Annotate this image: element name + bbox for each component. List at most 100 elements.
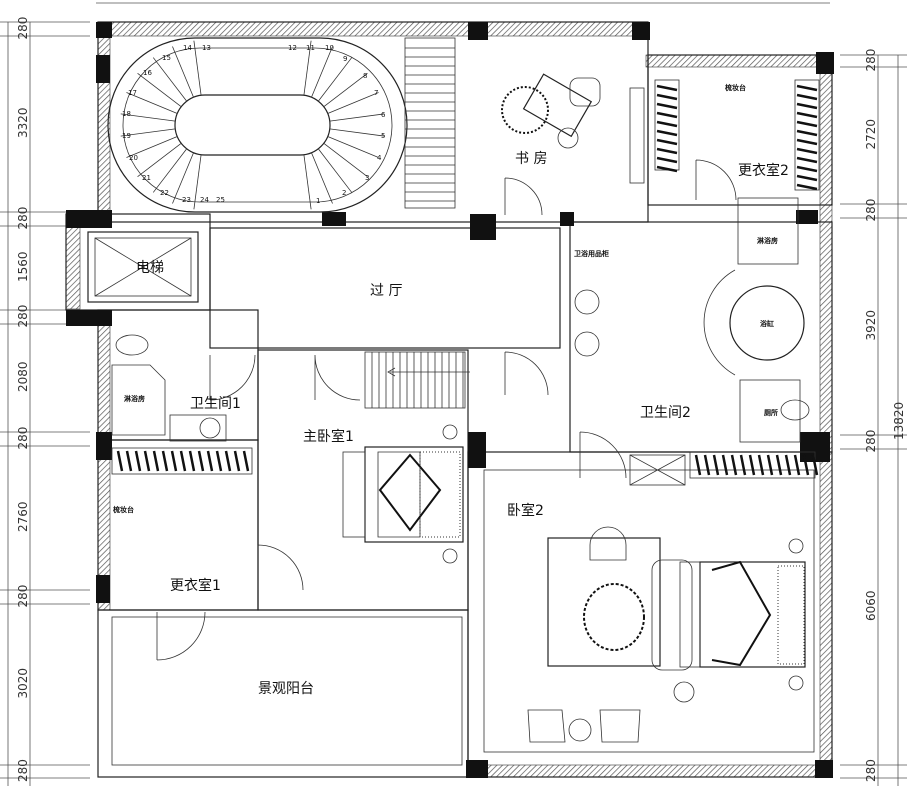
straight-staircase[interactable] bbox=[364, 37, 470, 409]
stair-tread bbox=[126, 136, 178, 158]
stair-step-number: 20 bbox=[129, 154, 138, 162]
stair-tread bbox=[137, 72, 182, 108]
dimension-label: 1560 bbox=[16, 251, 30, 282]
label-dresser-1: 梳妆台 bbox=[113, 505, 134, 514]
label-hall: 过 厅 bbox=[370, 283, 402, 299]
right-dimensions: 280 2720 280 3920 280 6060 280 bbox=[864, 49, 878, 782]
elevator-shaft bbox=[87, 231, 199, 303]
dimension-label: 280 bbox=[864, 49, 878, 72]
stair-tread bbox=[327, 92, 379, 114]
stair-tread bbox=[172, 46, 194, 98]
dimension-label: 280 bbox=[16, 759, 30, 782]
dimension-label: 6060 bbox=[864, 590, 878, 621]
dimension-label: 280 bbox=[16, 305, 30, 328]
master-bed bbox=[342, 424, 464, 564]
dimension-label: 3920 bbox=[864, 310, 878, 341]
bedroom2-bed bbox=[527, 526, 806, 743]
dimension-label: 280 bbox=[864, 430, 878, 453]
label-toilet: 厕所 bbox=[764, 408, 778, 417]
label-bath1: 卫生间1 bbox=[190, 396, 241, 412]
stair-tread bbox=[323, 142, 368, 178]
stair-tread bbox=[323, 72, 368, 108]
stair-step-number: 13 bbox=[202, 44, 211, 52]
dimension-label: 280 bbox=[864, 759, 878, 782]
bath1-fixtures bbox=[111, 334, 227, 442]
label-dresser-2: 梳妆台 bbox=[725, 83, 746, 92]
dimension-label: 2760 bbox=[16, 501, 30, 532]
stair-step-number: 5 bbox=[381, 132, 385, 140]
stair-tread bbox=[329, 128, 385, 137]
stair-tread bbox=[327, 136, 379, 158]
label-closet1: 更衣室1 bbox=[170, 577, 221, 594]
structural-columns bbox=[66, 22, 834, 778]
stair-tread bbox=[193, 40, 202, 96]
label-shower-2: 淋浴房 bbox=[757, 236, 778, 245]
stair-tread bbox=[303, 40, 312, 96]
stair-step-number: 24 bbox=[200, 196, 209, 204]
dimension-label: 280 bbox=[16, 17, 30, 40]
room-labels: 书 房 更衣室2 电梯 过 厅 卫生间1 主卧室1 卫生间2 卧室2 更衣室1 … bbox=[136, 151, 789, 697]
stair-step-number: 3 bbox=[365, 174, 369, 182]
stair-step-number: 4 bbox=[377, 154, 382, 162]
stair-step-number: 8 bbox=[363, 72, 367, 80]
stair-step-number: 16 bbox=[143, 69, 152, 77]
stair-step-number: 7 bbox=[374, 89, 378, 97]
stair-tread bbox=[311, 152, 333, 204]
stair-step-number: 6 bbox=[381, 111, 386, 119]
stair-tread bbox=[152, 148, 188, 193]
label-cabinet: 卫浴用品柜 bbox=[574, 249, 609, 258]
stair-tread bbox=[317, 57, 353, 102]
stair-step-number: 10 bbox=[325, 44, 334, 52]
dimension-label: 2720 bbox=[864, 119, 878, 150]
label-bedroom2: 卧室2 bbox=[507, 502, 544, 519]
stair-tread bbox=[193, 154, 202, 210]
stair-tread bbox=[303, 154, 312, 210]
dimension-label: 280 bbox=[864, 199, 878, 222]
stair-step-number: 19 bbox=[122, 132, 131, 140]
stair-step-number: 14 bbox=[183, 44, 192, 52]
dimension-label: 3320 bbox=[16, 107, 30, 138]
fixture-labels: 梳妆台 梳妆台 淋浴房 淋浴房 浴缸 厕所 卫浴用品柜 bbox=[113, 83, 778, 514]
stair-tread bbox=[311, 46, 333, 98]
total-dimension: 13820 bbox=[892, 402, 906, 440]
doors bbox=[156, 159, 737, 661]
label-elevator: 电梯 bbox=[136, 260, 164, 276]
stair-step-number: 23 bbox=[182, 196, 191, 204]
label-master-bedroom: 主卧室1 bbox=[303, 428, 354, 445]
stair-step-number: 18 bbox=[122, 110, 131, 118]
stair-step-number: 11 bbox=[306, 44, 315, 52]
stair-step-number: 22 bbox=[160, 189, 169, 197]
stair-step-number: 2 bbox=[342, 189, 346, 197]
stair-step-number: 1 bbox=[316, 197, 320, 205]
label-balcony: 景观阳台 bbox=[258, 681, 314, 697]
study-furniture bbox=[501, 73, 645, 184]
stair-step-number: 12 bbox=[288, 44, 297, 52]
stair-tread bbox=[152, 57, 188, 102]
stair-step-number: 17 bbox=[128, 89, 137, 97]
stair-tread bbox=[120, 128, 176, 137]
stair-step-number: 15 bbox=[162, 54, 171, 62]
label-study: 书 房 bbox=[515, 151, 547, 167]
wardrobe-racks bbox=[111, 79, 820, 479]
label-shower-1: 淋浴房 bbox=[124, 394, 145, 403]
stair-tread bbox=[120, 113, 176, 122]
stair-tread bbox=[317, 148, 353, 193]
label-bathtub: 浴缸 bbox=[760, 319, 774, 328]
dimension-label: 2080 bbox=[16, 361, 30, 392]
bath2-fixtures bbox=[574, 197, 810, 486]
dimension-label: 280 bbox=[16, 207, 30, 230]
stair-step-number: 25 bbox=[216, 196, 225, 204]
stair-tread bbox=[137, 142, 182, 178]
stair-tread bbox=[172, 152, 194, 204]
stair-step-number: 9 bbox=[343, 55, 347, 63]
label-bath2: 卫生间2 bbox=[640, 405, 691, 421]
stair-tread bbox=[329, 113, 385, 122]
stair-step-number: 21 bbox=[142, 174, 151, 182]
label-closet2: 更衣室2 bbox=[738, 162, 789, 179]
stair-tread bbox=[126, 92, 178, 114]
dimension-label: 280 bbox=[16, 585, 30, 608]
